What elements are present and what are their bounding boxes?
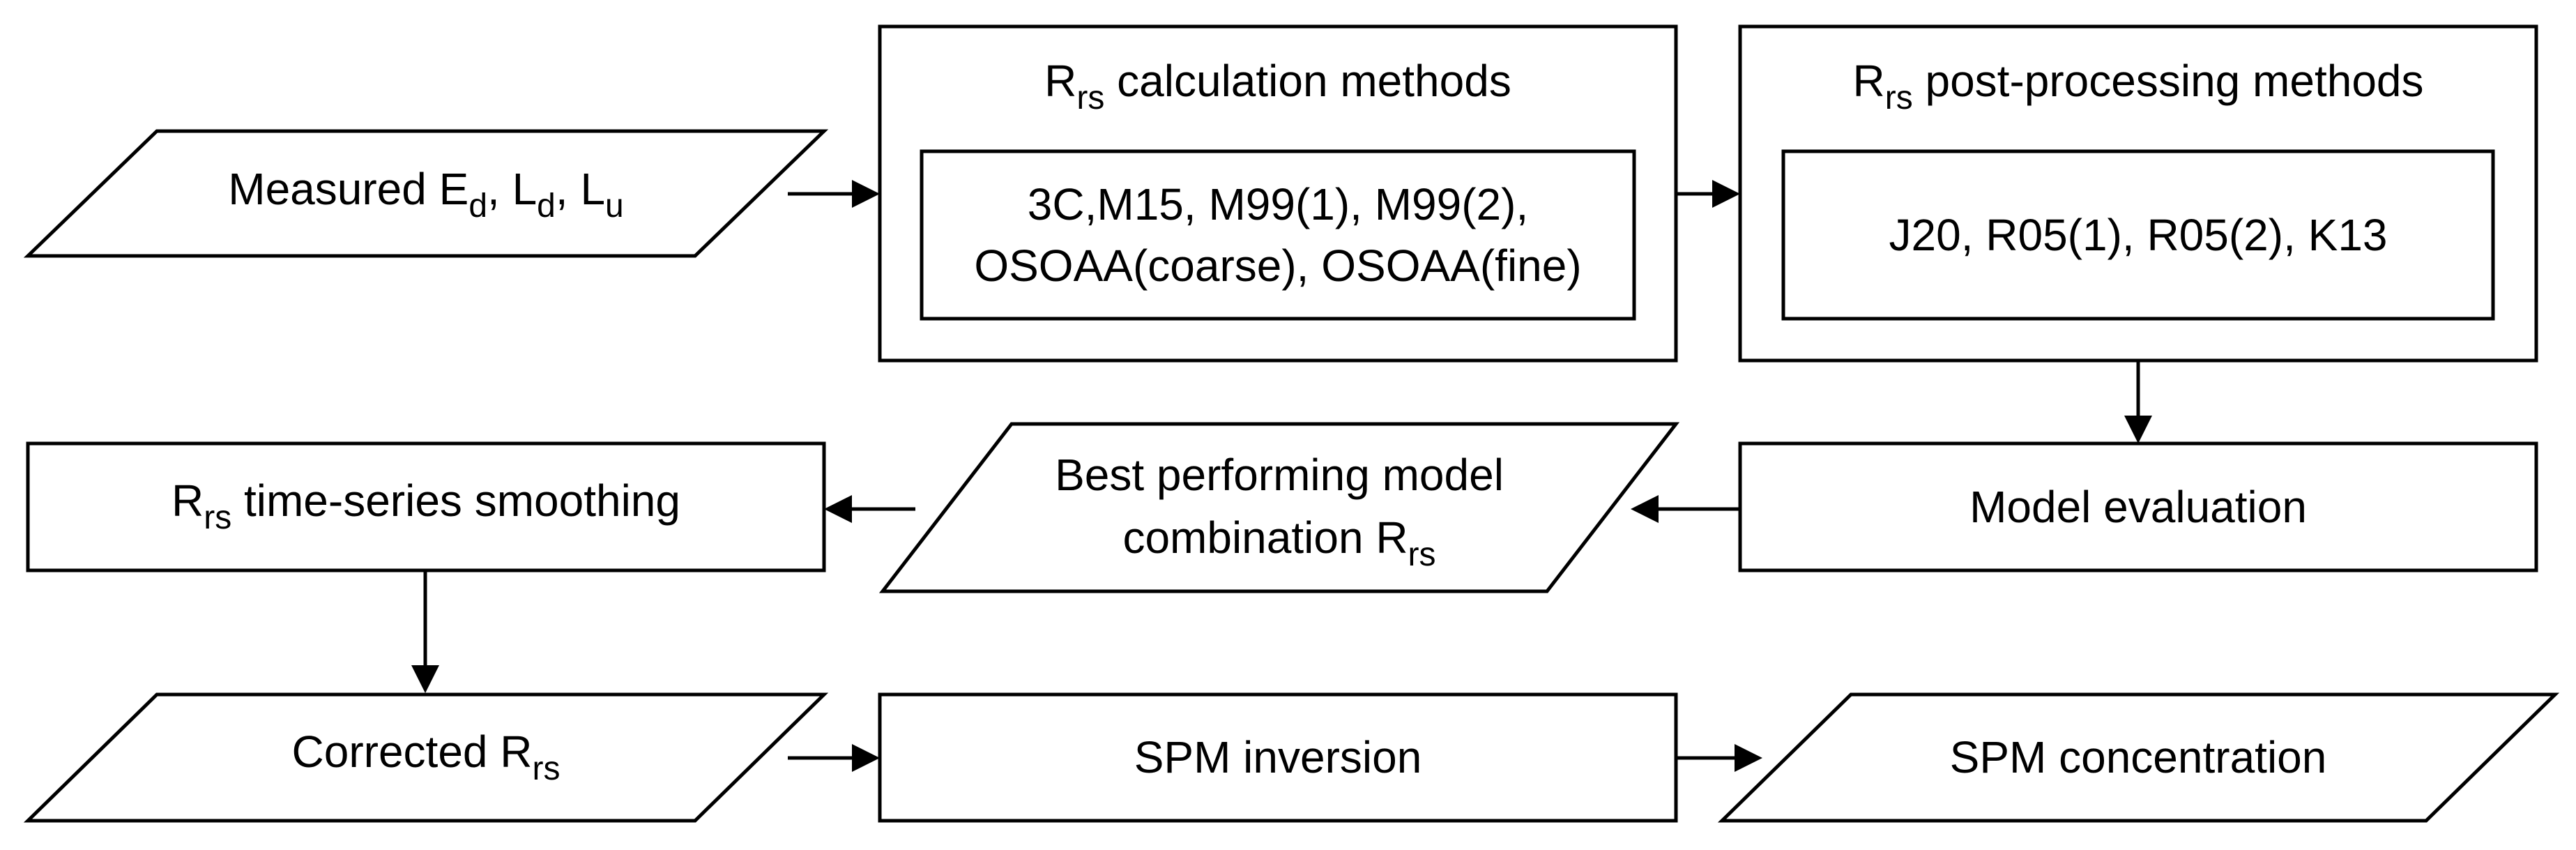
corrected-rrs-label: Corrected Rrs <box>292 727 561 787</box>
spm-inversion-label: SPM inversion <box>1134 732 1422 782</box>
spm-concentration-label: SPM concentration <box>1950 732 2327 782</box>
rrs-post-processing-methods-node: Rrs post-processing methods J20, R05(1),… <box>1738 24 2538 363</box>
corrected-rrs-node: Corrected Rrs <box>23 692 829 823</box>
edge-inversion-to-concentration <box>1676 744 1762 772</box>
connectors <box>411 180 2152 772</box>
best-performing-model-line1: Best performing model <box>1055 450 1504 500</box>
rrs-post-processing-methods-list: J20, R05(1), R05(2), K13 <box>1889 210 2388 260</box>
rrs-calculation-methods-list-line2: OSOAA(coarse), OSOAA(fine) <box>974 241 1581 291</box>
edge-measured-to-calc <box>788 180 880 208</box>
edge-corrected-to-inversion <box>788 744 880 772</box>
edge-calc-to-post <box>1676 180 1740 208</box>
model-evaluation-node: Model evaluation <box>1738 441 2538 572</box>
best-performing-model-line2: combination Rrs <box>1122 513 1435 573</box>
rrs-calculation-methods-node: Rrs calculation methods 3C,M15, M99(1), … <box>878 24 1678 363</box>
measured-inputs-node: Measured Ed, Ld, Lu <box>23 129 829 258</box>
best-performing-model-node: Best performing model combination Rrs <box>878 422 1680 593</box>
rrs-calculation-methods-list-line1: 3C,M15, M99(1), M99(2), <box>1028 179 1528 229</box>
rrs-time-series-smoothing-label: Rrs time-series smoothing <box>172 476 680 536</box>
model-evaluation-label: Model evaluation <box>1969 482 2307 532</box>
spm-inversion-node: SPM inversion <box>878 692 1678 823</box>
measured-inputs-label: Measured Ed, Ld, Lu <box>228 164 623 225</box>
rrs-post-processing-methods-title: Rrs post-processing methods <box>1852 56 2423 116</box>
rrs-time-series-smoothing-node: Rrs time-series smoothing <box>26 441 826 572</box>
edge-post-to-evaluation <box>2124 361 2152 443</box>
rrs-calculation-methods-title: Rrs calculation methods <box>1044 56 1511 116</box>
spm-concentration-node: SPM concentration <box>1717 692 2560 823</box>
edge-best-to-smoothing <box>824 495 915 523</box>
edge-evaluation-to-best <box>1631 495 1740 523</box>
edge-smoothing-to-corrected <box>411 570 439 693</box>
